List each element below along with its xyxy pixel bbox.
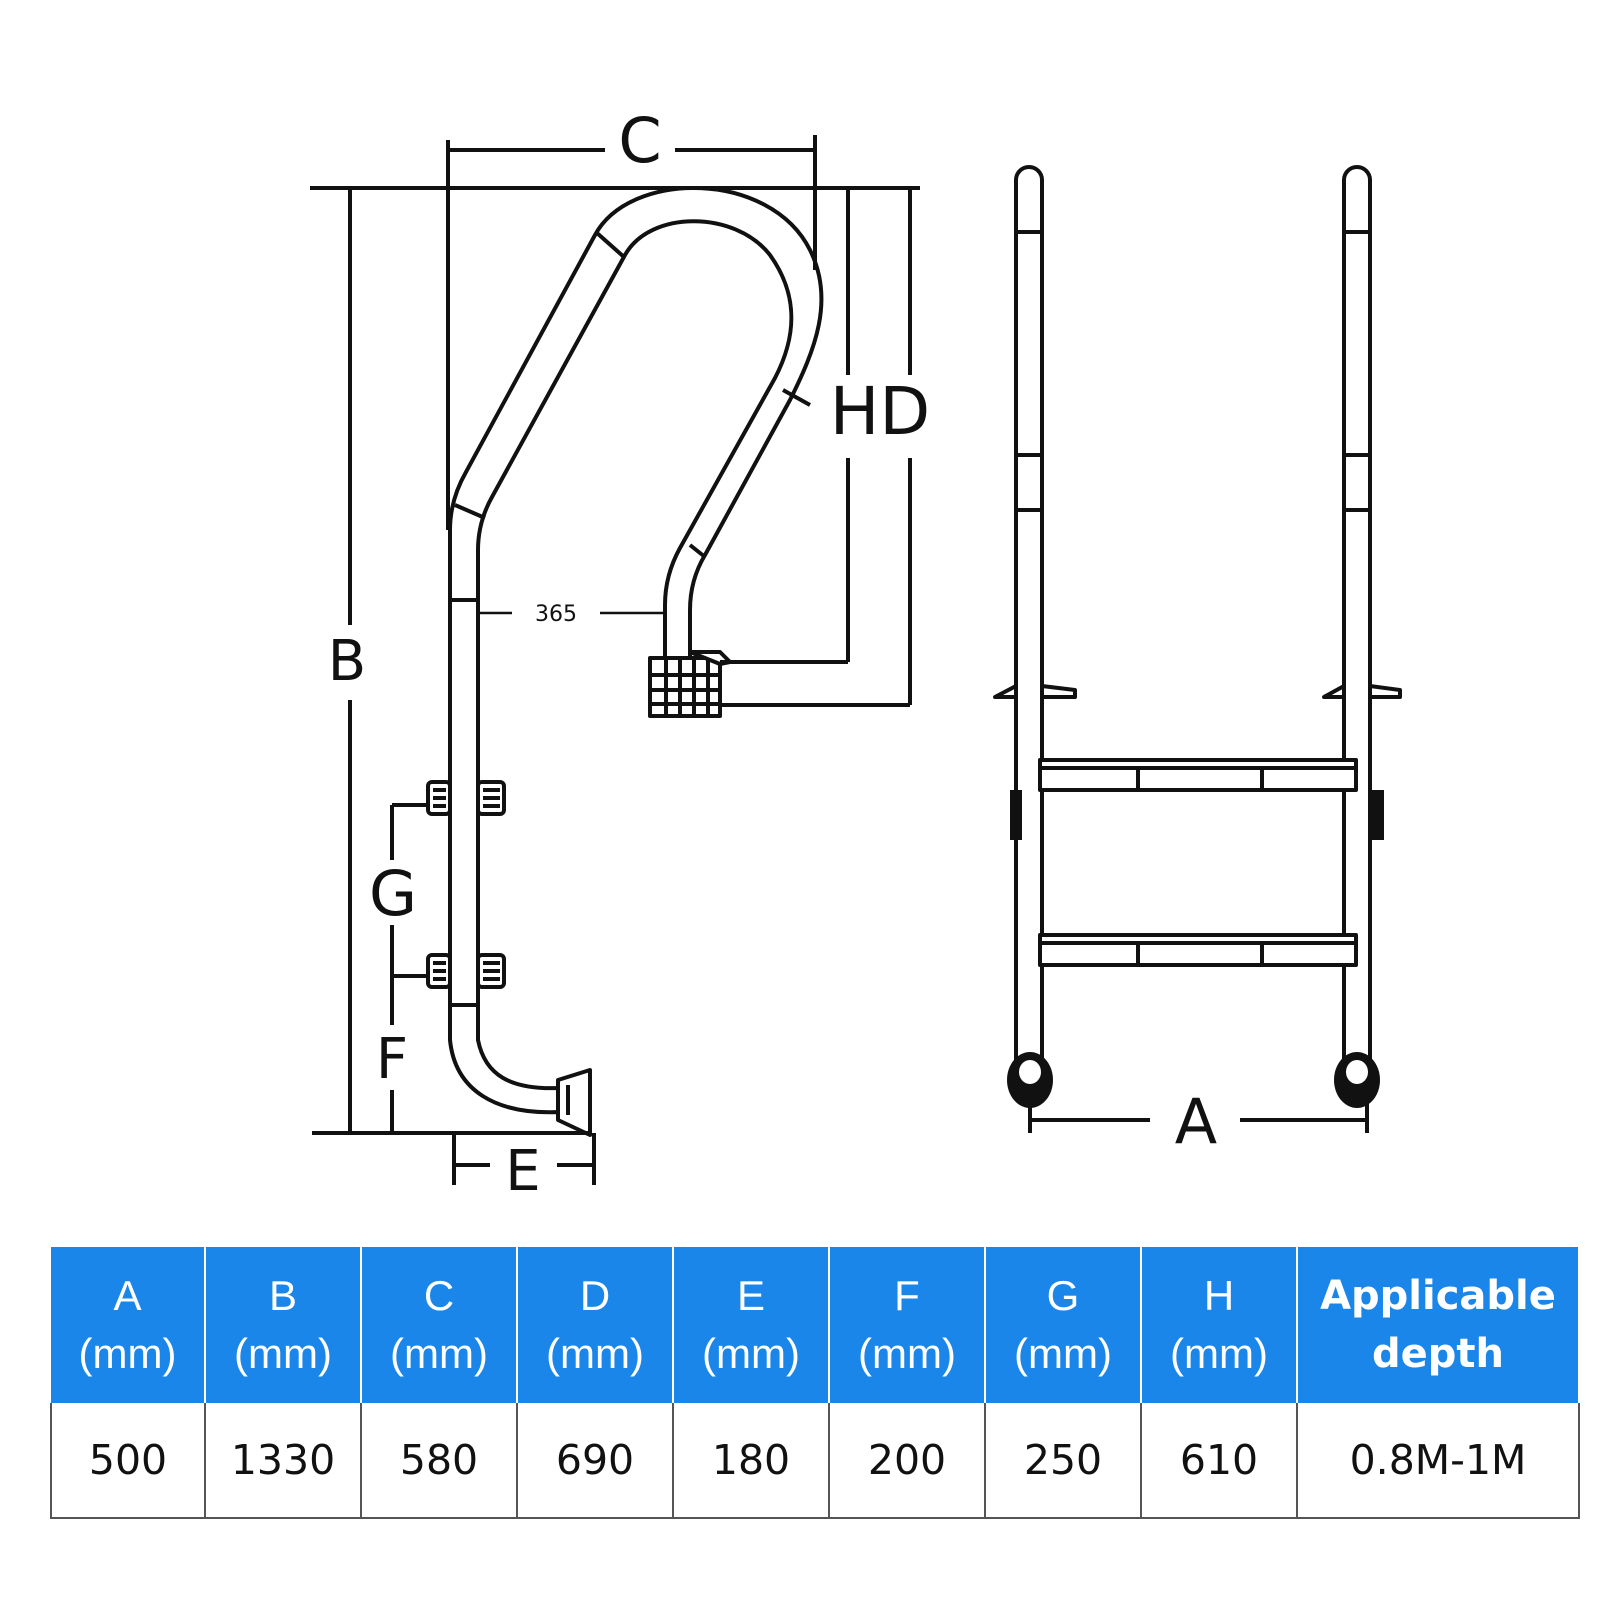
lower-tread: [1038, 933, 1358, 967]
handrail-tube: [448, 186, 824, 1027]
header-d: D(mm): [517, 1247, 674, 1403]
upper-tread: [1010, 758, 1384, 840]
label-g: G: [369, 857, 417, 930]
label-e: E: [505, 1139, 540, 1204]
spec-header-row: A(mm) B(mm) C(mm) D(mm) E(mm) F(mm) G(mm…: [51, 1247, 1580, 1403]
header-c: C(mm): [361, 1247, 518, 1403]
spec-table: A(mm) B(mm) C(mm) D(mm) E(mm) F(mm) G(mm…: [50, 1247, 1580, 1519]
top-anchor: [648, 650, 732, 718]
header-e: E(mm): [673, 1247, 830, 1403]
header-f: F(mm): [829, 1247, 986, 1403]
label-a: A: [1175, 1085, 1217, 1158]
value-e: 180: [673, 1403, 830, 1519]
rail-feet: [1007, 1052, 1380, 1108]
value-applicable-depth: 0.8M-1M: [1297, 1403, 1580, 1519]
value-c: 580: [361, 1403, 518, 1519]
label-c: C: [618, 104, 661, 177]
label-hd: HD: [830, 373, 930, 450]
spec-value-row: 500 1330 580 690 180 200 250 610 0.8M-1M: [50, 1403, 1580, 1519]
value-b: 1330: [205, 1403, 362, 1519]
value-f: 200: [829, 1403, 986, 1519]
foot-bend: [448, 1003, 592, 1137]
value-g: 250: [985, 1403, 1142, 1519]
header-a: A(mm): [51, 1247, 206, 1403]
right-rail: [1342, 165, 1372, 1072]
ladder-front-view: A: [993, 165, 1402, 1158]
header-g: G(mm): [985, 1247, 1142, 1403]
header-b: B(mm): [205, 1247, 362, 1403]
ladder-dimension-diagram: C HD B 365 G F E: [310, 104, 1402, 1204]
label-b: B: [328, 629, 366, 694]
label-f: F: [376, 1027, 408, 1092]
label-offset: 365: [535, 602, 577, 627]
value-d: 690: [517, 1403, 674, 1519]
step-clamps: [426, 780, 506, 989]
value-a: 500: [50, 1403, 206, 1519]
dimension-lines-front: [1028, 1090, 1369, 1133]
value-h: 610: [1141, 1403, 1298, 1519]
header-h: H(mm): [1141, 1247, 1298, 1403]
dimension-lines-side: [310, 135, 920, 1185]
ladder-side-view: C HD B 365 G F E: [310, 104, 930, 1204]
left-rail: [1014, 165, 1044, 1072]
